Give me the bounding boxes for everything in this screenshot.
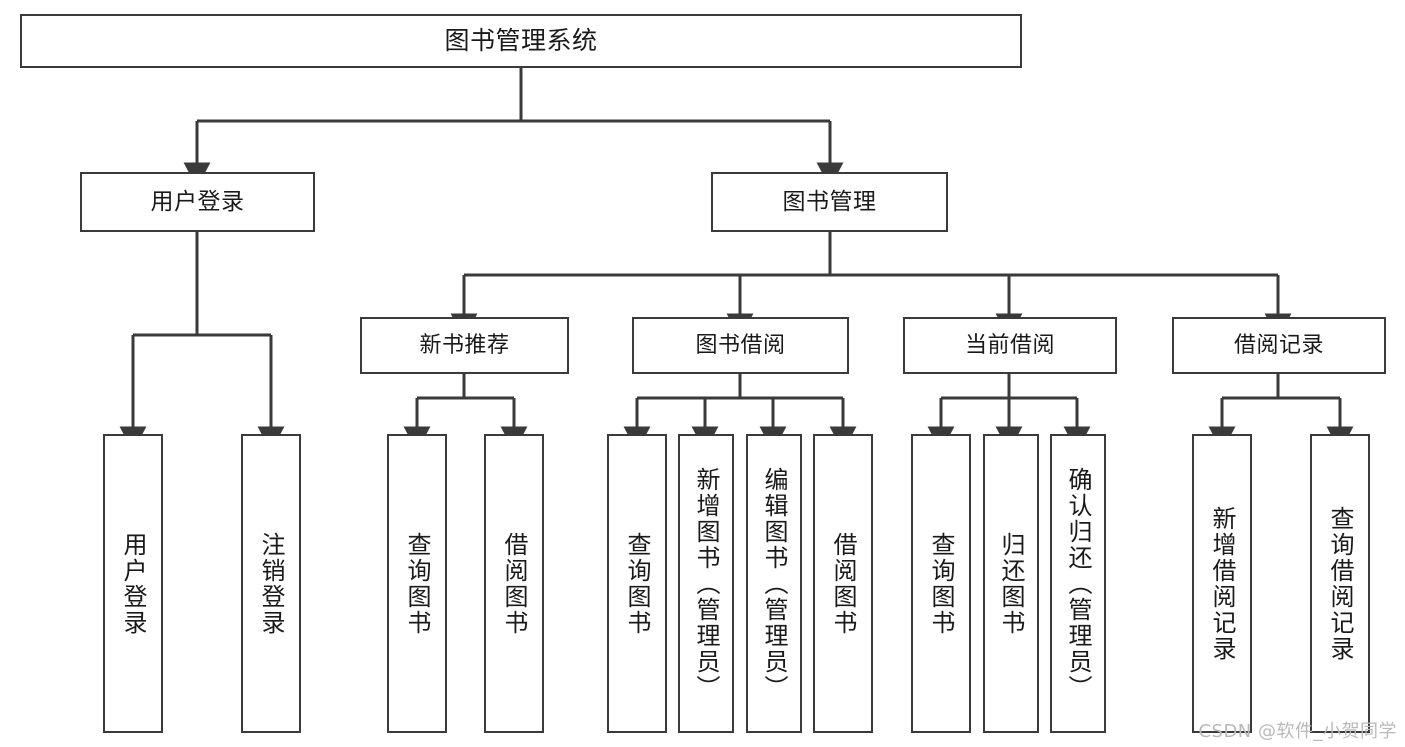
- leaf-add-borrow-record[interactable]: 新增借阅记录: [1192, 434, 1252, 733]
- leaf-query-books-current[interactable]: 查询图书: [911, 434, 971, 733]
- leaf-user-login[interactable]: 用户登录: [103, 434, 163, 733]
- node-label: 编辑图书（管理员）: [760, 466, 788, 701]
- node-label: 图书管理系统: [444, 25, 598, 55]
- node-book-borrowing[interactable]: 图书借阅: [632, 317, 849, 374]
- leaf-borrow-books-new[interactable]: 借阅图书: [484, 434, 544, 733]
- node-book-management[interactable]: 图书管理: [711, 172, 948, 232]
- node-label: 归还图书: [997, 531, 1025, 636]
- node-label: 查询借阅记录: [1326, 505, 1354, 662]
- leaf-edit-book-admin[interactable]: 编辑图书（管理员）: [746, 434, 802, 733]
- node-label: 图书借阅: [695, 332, 786, 358]
- node-label: 借阅记录: [1233, 332, 1324, 358]
- node-label: 用户登录: [119, 531, 147, 636]
- node-label: 用户登录: [150, 188, 245, 215]
- leaf-add-book-admin[interactable]: 新增图书（管理员）: [678, 434, 734, 733]
- node-label: 新增借阅记录: [1208, 505, 1236, 662]
- node-label: 借阅图书: [500, 531, 528, 636]
- node-label: 图书管理: [782, 188, 877, 215]
- node-new-book-recommendation[interactable]: 新书推荐: [360, 317, 569, 374]
- node-user-login[interactable]: 用户登录: [80, 172, 315, 232]
- leaf-query-borrow-record[interactable]: 查询借阅记录: [1310, 434, 1370, 733]
- node-label: 确认归还（管理员）: [1064, 466, 1092, 701]
- node-label: 注销登录: [257, 531, 285, 636]
- csdn-watermark: CSDN @软件_小贺同学: [1198, 721, 1397, 742]
- node-label: 查询图书: [927, 531, 955, 636]
- leaf-borrow-books-borrowing[interactable]: 借阅图书: [813, 434, 873, 733]
- node-label: 当前借阅: [964, 332, 1055, 358]
- node-current-borrowing[interactable]: 当前借阅: [903, 317, 1117, 374]
- leaf-confirm-return-admin[interactable]: 确认归还（管理员）: [1050, 434, 1106, 733]
- node-label: 查询图书: [623, 531, 651, 636]
- node-label: 借阅图书: [829, 531, 857, 636]
- node-book-management-system[interactable]: 图书管理系统: [20, 14, 1022, 68]
- node-label: 新书推荐: [419, 332, 510, 358]
- leaf-return-books[interactable]: 归还图书: [983, 434, 1039, 733]
- leaf-query-books-new[interactable]: 查询图书: [387, 434, 447, 733]
- node-label: 查询图书: [403, 531, 431, 636]
- node-label: 新增图书（管理员）: [692, 466, 720, 701]
- leaf-query-books-borrowing[interactable]: 查询图书: [607, 434, 667, 733]
- leaf-logout[interactable]: 注销登录: [241, 434, 301, 733]
- node-borrow-records[interactable]: 借阅记录: [1172, 317, 1386, 374]
